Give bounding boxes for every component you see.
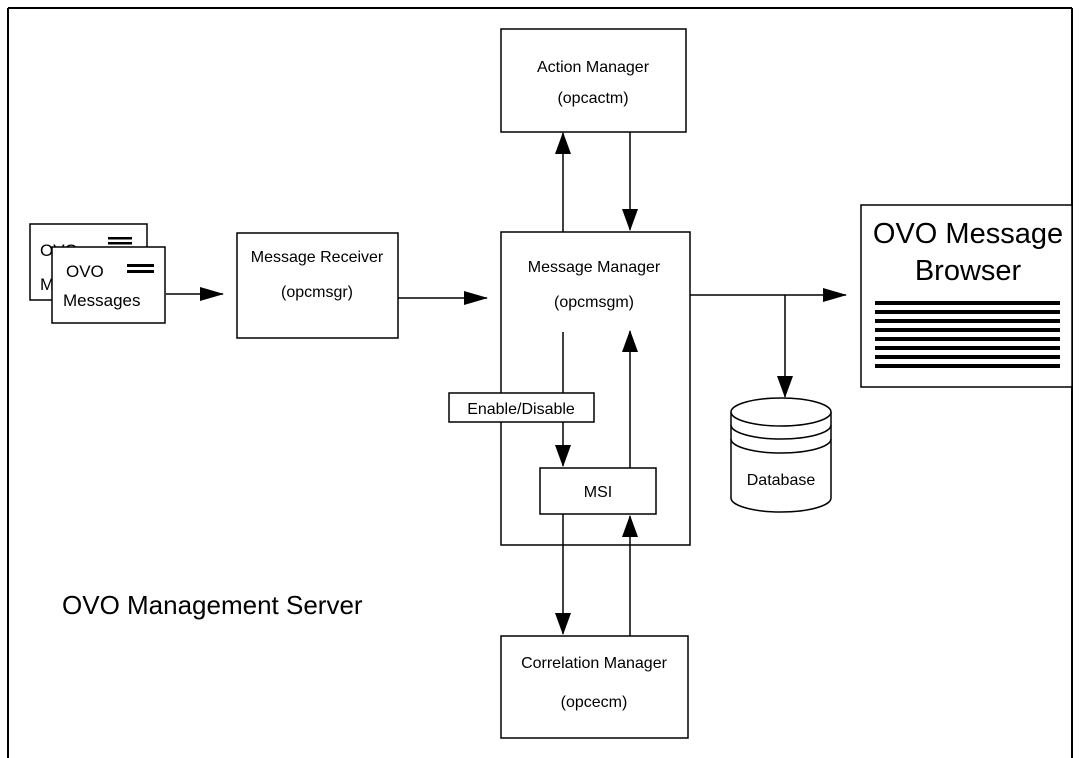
message-manager-process: (opcmsgm) xyxy=(554,294,634,311)
ovo-messages-stack: OVO M OVO Messages xyxy=(29,223,166,324)
management-server-label: OVO Management Server xyxy=(62,590,363,620)
message-list-lines-icon xyxy=(875,301,1060,368)
msi-box: MSI xyxy=(539,467,657,515)
correlation-manager-process: (opcecm) xyxy=(561,694,628,711)
message-browser-title-line1: OVO Message xyxy=(873,218,1063,250)
message-card-back-fragment: M xyxy=(40,275,54,294)
enable-disable-label-box: Enable/Disable xyxy=(448,392,595,423)
flow-arrows xyxy=(166,132,847,636)
action-manager-box: Action Manager (opcactm) xyxy=(500,28,687,133)
message-receiver-name: Message Receiver xyxy=(251,249,384,266)
action-manager-name: Action Manager xyxy=(537,59,650,76)
message-receiver-box: Message Receiver (opcmsgr) xyxy=(236,232,399,339)
message-card-front xyxy=(51,246,166,324)
action-manager-process: (opcactm) xyxy=(557,90,628,107)
message-card-front-subtitle: Messages xyxy=(63,291,140,310)
correlation-manager-box: Correlation Manager (opcecm) xyxy=(500,635,689,739)
msi-label: MSI xyxy=(584,484,612,501)
message-browser-box: OVO Message Browser xyxy=(860,204,1073,388)
correlation-manager-name: Correlation Manager xyxy=(521,655,668,672)
enable-disable-label: Enable/Disable xyxy=(467,401,575,418)
database-cylinder: Database xyxy=(730,397,832,513)
message-browser-title-line2: Browser xyxy=(915,255,1022,287)
message-card-front-lines-icon xyxy=(127,264,154,273)
message-manager-box: Message Manager (opcmsgm) xyxy=(500,231,691,546)
database-label: Database xyxy=(747,472,816,489)
message-manager-name: Message Manager xyxy=(528,259,661,276)
message-receiver-process: (opcmsgr) xyxy=(281,284,353,301)
message-card-front-title: OVO xyxy=(66,262,104,281)
